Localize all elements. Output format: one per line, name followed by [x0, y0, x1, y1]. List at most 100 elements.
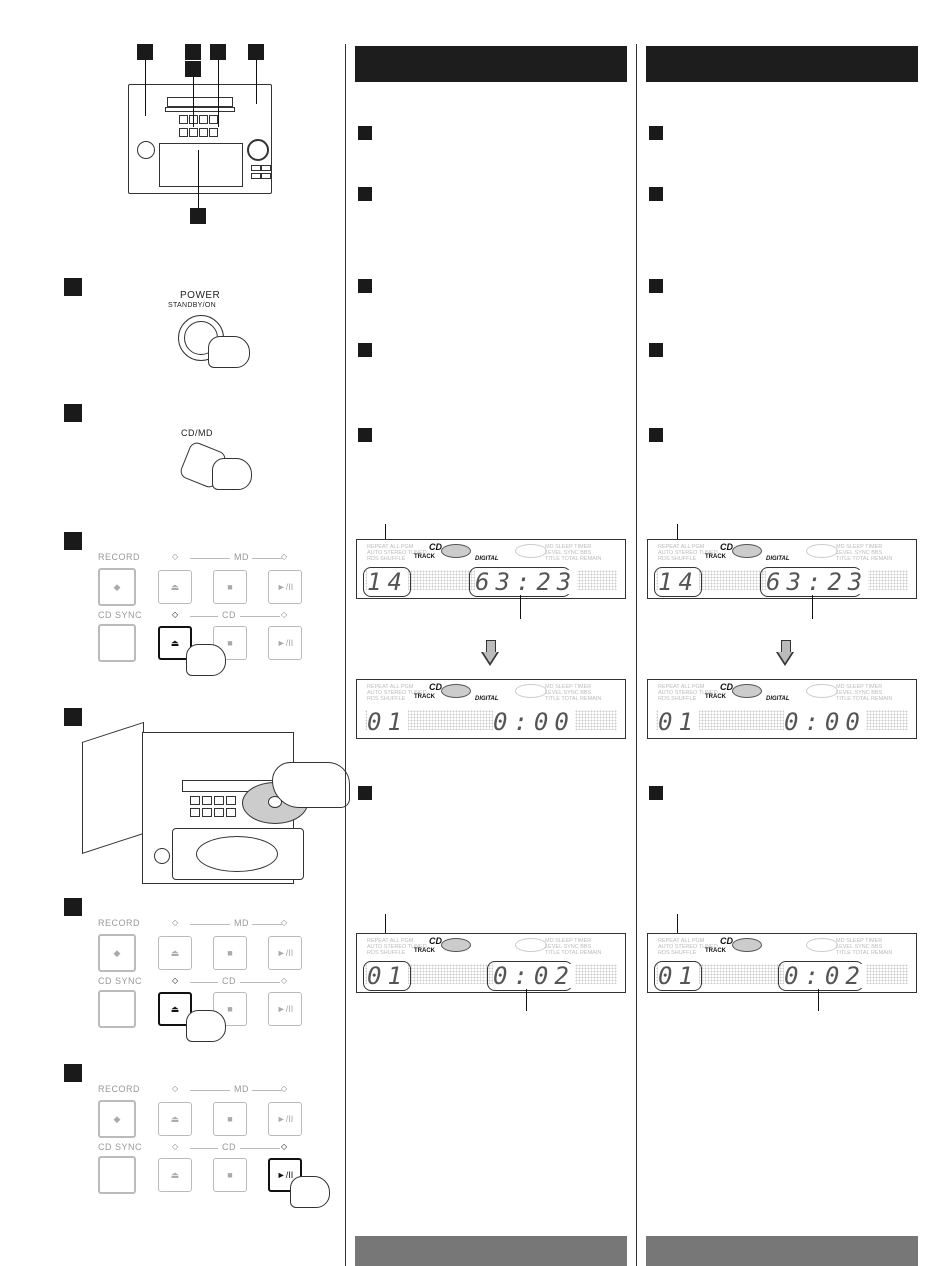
step-2-marker	[64, 404, 82, 422]
md-stop-button[interactable]: ■	[213, 936, 247, 970]
cd-sync-button[interactable]	[98, 990, 136, 1028]
step-5-bullet	[649, 428, 663, 442]
indicator-text: TITLE TOTAL REMAIN	[545, 556, 602, 562]
indicator-text: MD SLEEP TIMER	[545, 544, 592, 550]
step-2-bullet	[649, 187, 663, 201]
step-6-bullet	[358, 786, 372, 800]
button-panel-step-5: RECORD ◇ MD ◇ ◆ ⏏ ■ ►/II CD SYNC ◇ CD ◇ …	[98, 914, 328, 1042]
pressing-hand-icon	[290, 1176, 330, 1208]
elapsed-time: 0:02	[784, 962, 866, 990]
cd-sync-button[interactable]	[98, 1156, 136, 1194]
cd-logo: CD	[429, 936, 442, 946]
cd-sync-button[interactable]	[98, 624, 136, 662]
column-divider	[345, 44, 346, 1266]
step-4-marker	[64, 708, 82, 726]
track-number: 01	[367, 962, 408, 990]
step-5-bullet	[358, 428, 372, 442]
track-number: 14	[658, 568, 699, 596]
pressing-hand-icon	[212, 458, 252, 490]
record-button[interactable]: ◆	[98, 1100, 136, 1138]
power-label: POWER	[180, 290, 221, 301]
indicator-text: RDS SHUFFLE	[658, 556, 697, 562]
track-number: 14	[367, 568, 408, 596]
indicator-text: MD SLEEP TIMER	[545, 938, 592, 944]
md-stop-button[interactable]: ■	[213, 1102, 247, 1136]
digital-label: DIGITAL	[766, 556, 790, 562]
cd-eject-button[interactable]: ⏏	[158, 626, 192, 660]
cd-play-pause-button[interactable]: ►/II	[268, 992, 302, 1026]
digital-label: DIGITAL	[475, 696, 499, 702]
indicator-text: MD SLEEP TIMER	[836, 684, 883, 690]
cd-sync-label: CD SYNC	[98, 976, 143, 986]
down-arrow-icon	[776, 640, 794, 666]
cdmd-label: CD/MD	[181, 428, 213, 438]
indicator-text: AUTO STEREO TUNED	[658, 944, 718, 950]
cd-eject-button[interactable]: ⏏	[158, 1158, 192, 1192]
step-6-marker	[64, 1064, 82, 1082]
button-panel-step-3: RECORD ◇ MD ◇ ◆ ⏏ ■ ►/II CD SYNC ◇ CD ◇ …	[98, 548, 328, 676]
step-1-bullet	[358, 126, 372, 140]
md-play-pause-button[interactable]: ►/II	[268, 1102, 302, 1136]
indicator-text: LEVEL SYNC BBS	[545, 690, 592, 696]
cd-logo: CD	[429, 542, 442, 552]
cd-logo: CD	[720, 682, 733, 692]
disc-icon	[441, 938, 471, 952]
step-3-bullet	[358, 279, 372, 293]
record-button[interactable]: ◆	[98, 934, 136, 972]
md-eject-button[interactable]: ⏏	[158, 1102, 192, 1136]
track-number: 01	[658, 708, 699, 736]
digital-label: DIGITAL	[766, 696, 790, 702]
md-play-pause-button[interactable]: ►/II	[268, 570, 302, 604]
elapsed-time: 0:02	[493, 962, 575, 990]
indicator-text: LEVEL SYNC BBS	[836, 944, 883, 950]
track-number: 01	[367, 708, 408, 736]
column-divider	[636, 44, 637, 1266]
indicator-text: REPEAT ALL PGM	[658, 544, 705, 550]
callout-marker-6	[190, 208, 206, 224]
indicator-text: REPEAT ALL PGM	[658, 684, 705, 690]
column-2-footer-bar	[646, 1236, 918, 1266]
cd-stop-button[interactable]: ■	[213, 1158, 247, 1192]
track-label: TRACK	[705, 554, 726, 560]
pressing-hand-icon	[186, 1010, 226, 1042]
track-label: TRACK	[414, 554, 435, 560]
indicator-text: LEVEL SYNC BBS	[545, 944, 592, 950]
cd-sync-label: CD SYNC	[98, 1142, 143, 1152]
indicator-text: LEVEL SYNC BBS	[836, 550, 883, 556]
indicator-text: LEVEL SYNC BBS	[545, 550, 592, 556]
md-eject-button[interactable]: ⏏	[158, 570, 192, 604]
elapsed-time: 0:00	[493, 708, 575, 736]
indicator-text: RDS SHUFFLE	[367, 950, 406, 956]
cd-label: CD	[222, 1142, 236, 1152]
cd-logo: CD	[429, 682, 442, 692]
md-eject-button[interactable]: ⏏	[158, 936, 192, 970]
indicator-text: TITLE TOTAL REMAIN	[836, 556, 893, 562]
disc-icon	[441, 684, 471, 698]
cd-play-pause-button[interactable]: ►/II	[268, 626, 302, 660]
step-1-marker	[64, 278, 82, 296]
column-1-footer-bar	[355, 1236, 627, 1266]
hand-icon	[272, 762, 350, 808]
disc-outline-icon	[515, 544, 547, 558]
elapsed-time: 0:00	[784, 708, 866, 736]
button-panel-step-6: RECORD ◇ MD ◇ ◆ ⏏ ■ ►/II CD SYNC ◇ CD ◇ …	[98, 1080, 330, 1208]
indicator-text: REPEAT ALL PGM	[367, 938, 414, 944]
cd-label: CD	[222, 610, 236, 620]
disc-icon	[732, 544, 762, 558]
callout-marker-2	[185, 44, 201, 60]
step-3-marker	[64, 532, 82, 550]
digital-label: DIGITAL	[475, 556, 499, 562]
disc-outline-icon	[515, 938, 547, 952]
step-5-marker	[64, 898, 82, 916]
md-label: MD	[234, 1084, 249, 1094]
md-stop-button[interactable]: ■	[213, 570, 247, 604]
device-front-illustration	[128, 84, 272, 194]
md-play-pause-button[interactable]: ►/II	[268, 936, 302, 970]
md-label: MD	[234, 552, 249, 562]
record-label: RECORD	[98, 552, 141, 562]
record-button[interactable]: ◆	[98, 568, 136, 606]
track-label: TRACK	[705, 694, 726, 700]
